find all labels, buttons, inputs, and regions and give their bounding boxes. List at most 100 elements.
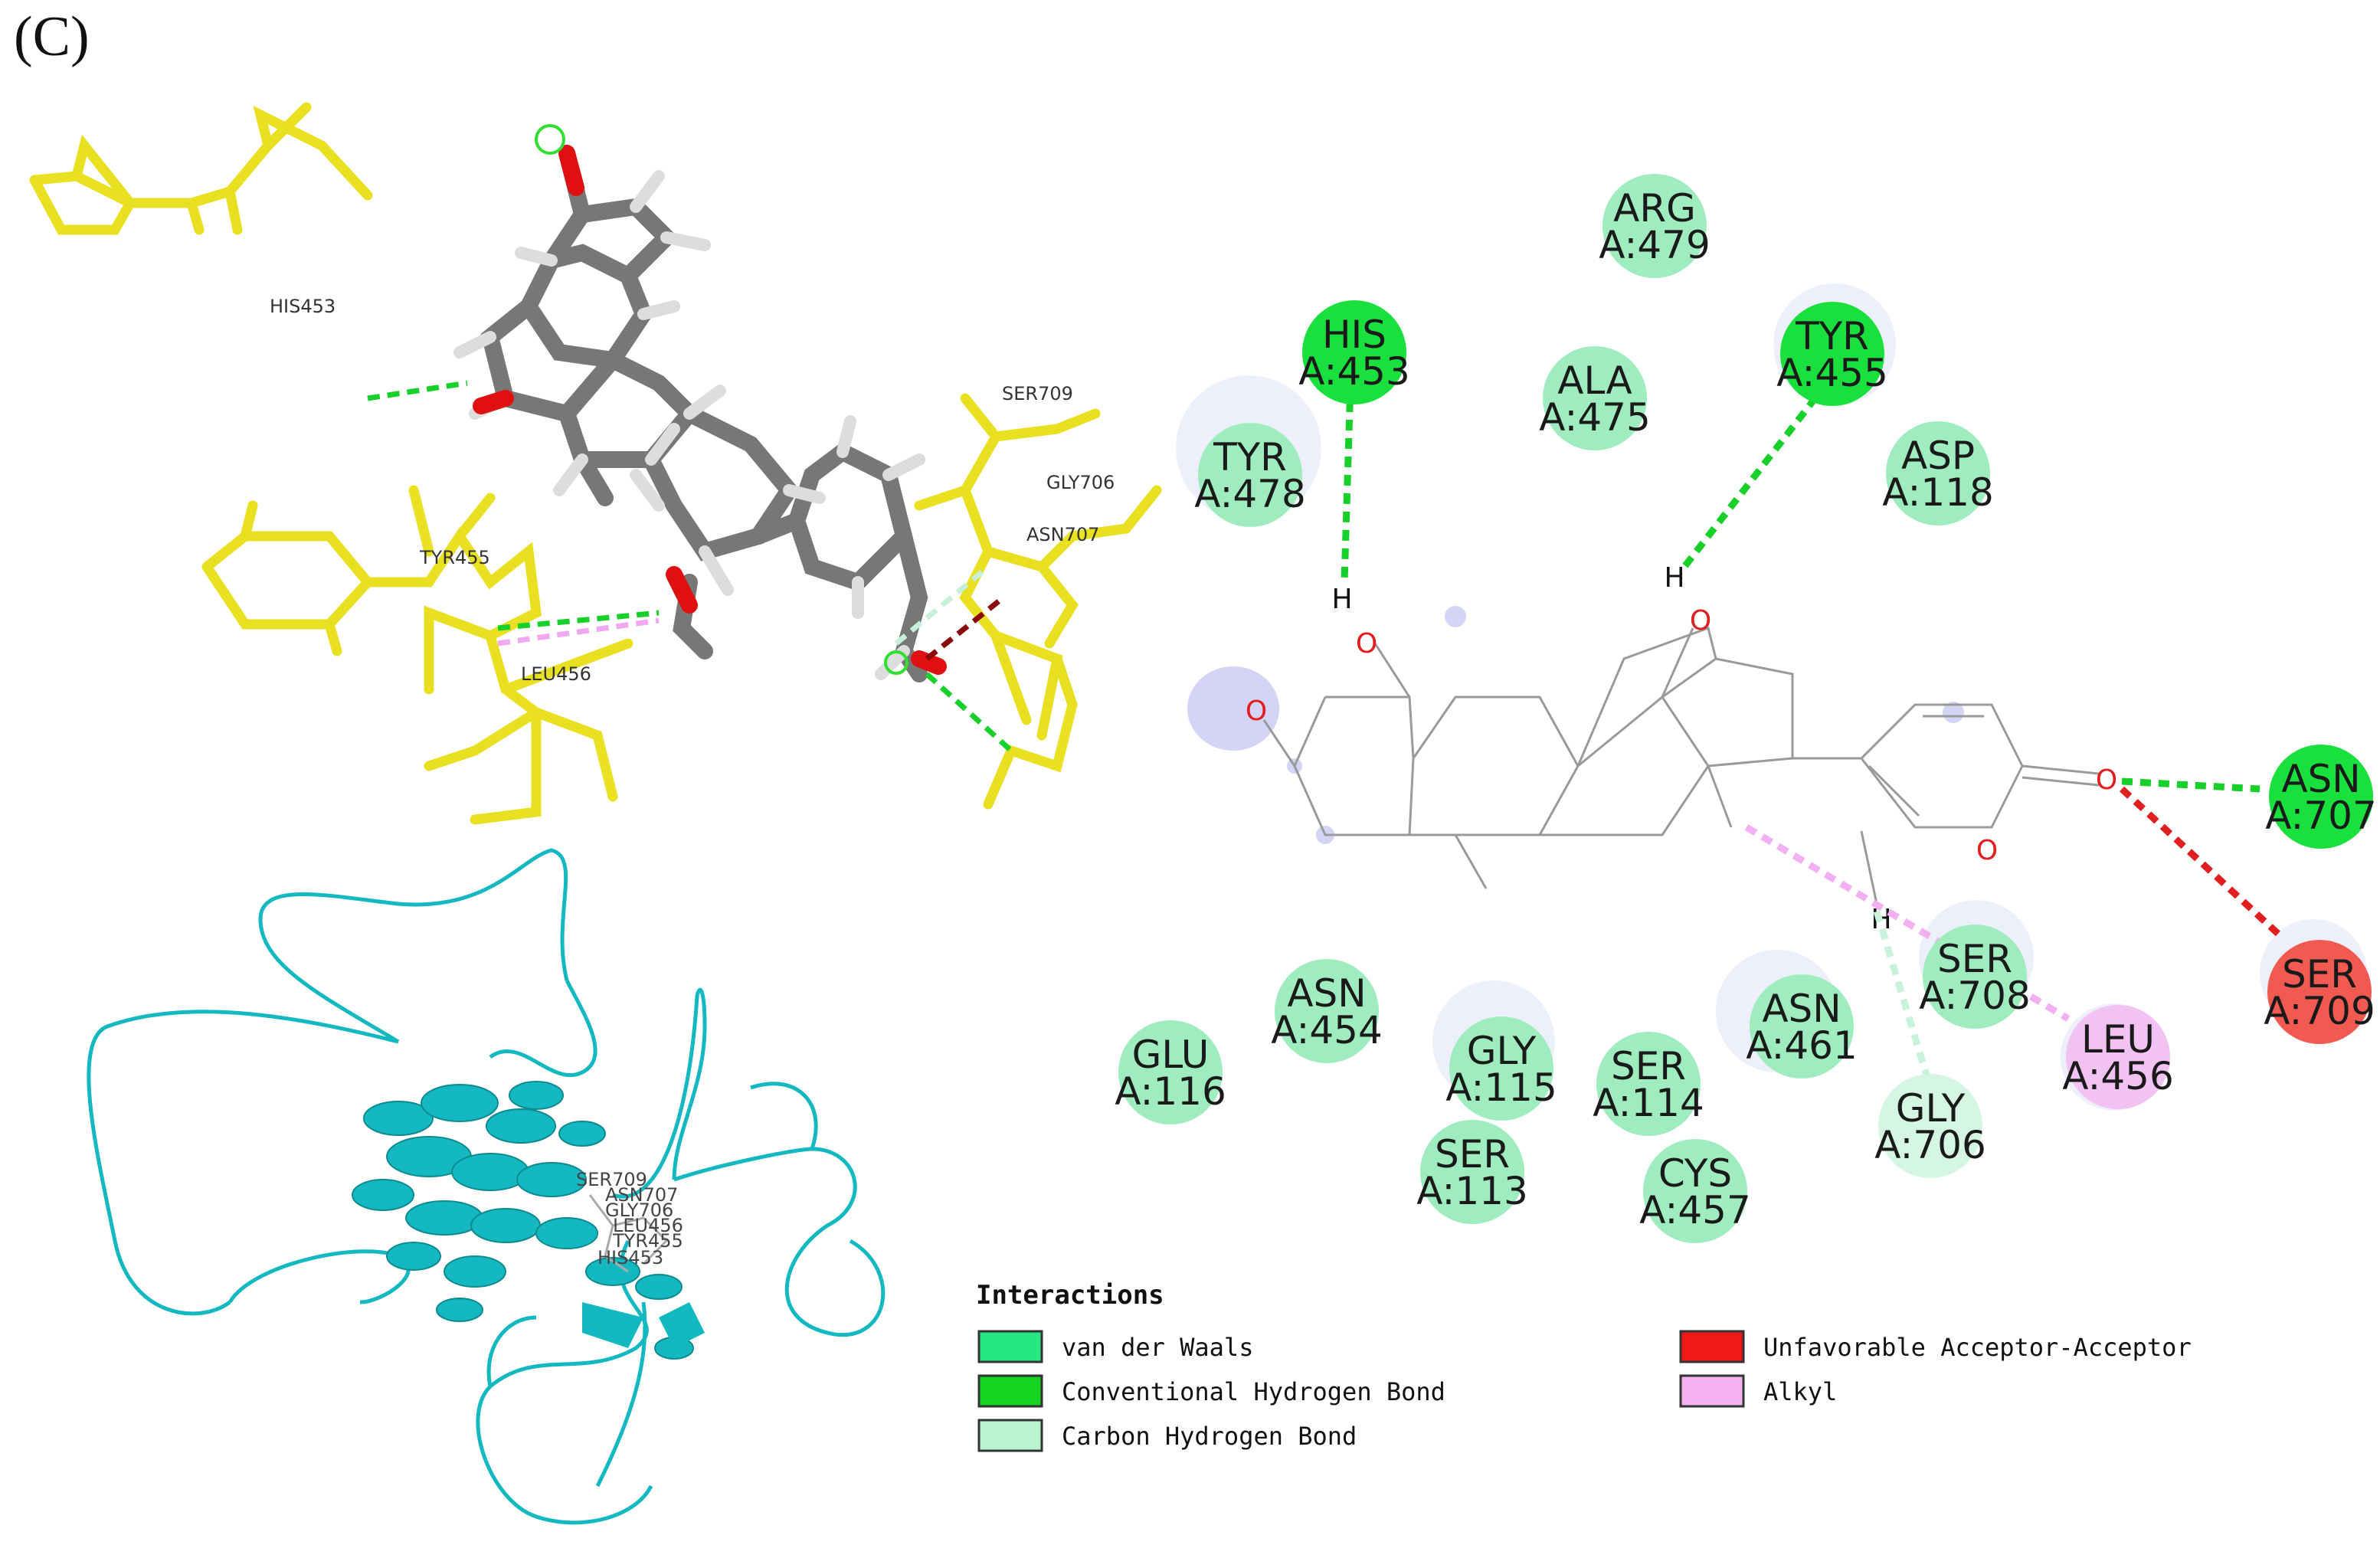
hbond-marker xyxy=(535,124,565,155)
residue-name: GLU xyxy=(1132,1033,1210,1077)
legend-item: Alkyl xyxy=(1679,1374,1837,1408)
legend-swatch xyxy=(977,1374,1043,1408)
residue-circle xyxy=(1750,974,1854,1078)
residue-circle xyxy=(2269,745,2373,849)
residue-id: A:116 xyxy=(1115,1069,1226,1114)
residue-name: TYR xyxy=(1213,435,1287,480)
interaction-dashes-2d xyxy=(1341,381,2282,1089)
legend-swatch xyxy=(977,1419,1043,1452)
residue-name: TYR xyxy=(1795,314,1869,358)
residue-id: A:461 xyxy=(1746,1023,1858,1068)
atom-label: H xyxy=(1331,584,1352,615)
label-3d: HIS453 xyxy=(270,296,336,317)
residue-name: CYS xyxy=(1658,1151,1732,1196)
residue-id: A:708 xyxy=(1919,974,2031,1018)
legend-title: Interactions xyxy=(976,1280,1164,1311)
label-ribbon: SER709 xyxy=(576,1169,647,1190)
label-ribbon: TYR455 xyxy=(612,1230,683,1252)
label-ribbon: LEU456 xyxy=(613,1215,683,1236)
legend-label: Alkyl xyxy=(1763,1377,1837,1406)
interaction-dashes-3d xyxy=(367,380,1013,753)
atom-label: O xyxy=(1976,835,1998,866)
residue-circle xyxy=(1596,1032,1701,1136)
residue-name: ARG xyxy=(1613,186,1696,231)
residue-id: A:118 xyxy=(1882,470,1994,515)
label-3d: GLY706 xyxy=(1046,472,1115,493)
legend-label: Unfavorable Acceptor-Acceptor xyxy=(1763,1333,2192,1362)
legend-swatch xyxy=(977,1330,1043,1363)
residue-circle xyxy=(1118,1020,1223,1124)
residue-sticks xyxy=(29,102,1162,825)
residue-circle xyxy=(1878,1074,1982,1178)
residue-circle xyxy=(1923,925,2027,1029)
legend-swatch xyxy=(1679,1374,1745,1408)
residue-name: ASN xyxy=(2281,757,2360,801)
label-ribbon: ASN707 xyxy=(605,1184,678,1206)
label-3d: ASN707 xyxy=(1026,524,1099,545)
residue-circle xyxy=(2066,1005,2170,1109)
ligand-2d xyxy=(1262,627,2100,905)
residue-id: A:455 xyxy=(1776,351,1888,395)
residue-name: SER xyxy=(1611,1044,1686,1088)
label-3d: LEU456 xyxy=(521,663,591,685)
residue-name: LEU xyxy=(2081,1017,2155,1062)
residue-id: A:456 xyxy=(2062,1054,2174,1098)
residue-circle xyxy=(1543,346,1647,450)
residue-circle xyxy=(1275,959,1379,1063)
residue-id: A:479 xyxy=(1599,223,1711,267)
residue-id: A:707 xyxy=(2265,794,2377,838)
residue-circle xyxy=(2267,940,2372,1044)
residue-id: A:115 xyxy=(1445,1065,1557,1110)
legend-label: van der Waals xyxy=(1062,1333,1253,1362)
residue-name: SER xyxy=(1937,937,2012,981)
residue-id: A:453 xyxy=(1298,349,1410,394)
residue-id: A:454 xyxy=(1271,1008,1383,1052)
legend-item: van der Waals xyxy=(977,1330,1253,1363)
ligand-oxygens xyxy=(473,145,947,675)
residue-circle xyxy=(1449,1016,1553,1121)
label-3d: SER709 xyxy=(1002,383,1073,404)
hbond-marker xyxy=(884,650,908,675)
legend-label: Conventional Hydrogen Bond xyxy=(1062,1377,1445,1406)
legend-item: Carbon Hydrogen Bond xyxy=(977,1419,1357,1452)
residue-circle xyxy=(1643,1139,1747,1243)
residue-id: A:457 xyxy=(1639,1188,1751,1232)
residue-name: SER xyxy=(2282,952,2357,997)
residue-circle xyxy=(1302,300,1406,404)
binding-pose-3d: HIS453 SER709 GLY706 ASN707 TYR455 LEU45… xyxy=(29,102,1162,825)
residue-circle xyxy=(1602,174,1707,278)
atom-label: O xyxy=(2096,764,2117,796)
atom-label: O xyxy=(1690,605,1711,637)
residue-id: A:113 xyxy=(1416,1169,1528,1213)
legend-label: Carbon Hydrogen Bond xyxy=(1062,1422,1357,1451)
legend: Interactions van der Waals Conventional … xyxy=(976,1280,2192,1452)
residue-id: A:709 xyxy=(2264,989,2375,1033)
label-3d: TYR455 xyxy=(419,547,490,568)
residue-id: A:478 xyxy=(1194,472,1306,516)
residue-name: ALA xyxy=(1557,358,1632,403)
residue-id: A:114 xyxy=(1593,1081,1704,1125)
atom-label: O xyxy=(1356,628,1377,660)
residue-name: ASN xyxy=(1762,987,1841,1031)
residue-circle xyxy=(1198,423,1302,527)
protein-ribbon: SER709 ASN707 GLY706 LEU456 TYR455 HIS45… xyxy=(87,848,886,1525)
residue-id: A:706 xyxy=(1874,1123,1986,1167)
